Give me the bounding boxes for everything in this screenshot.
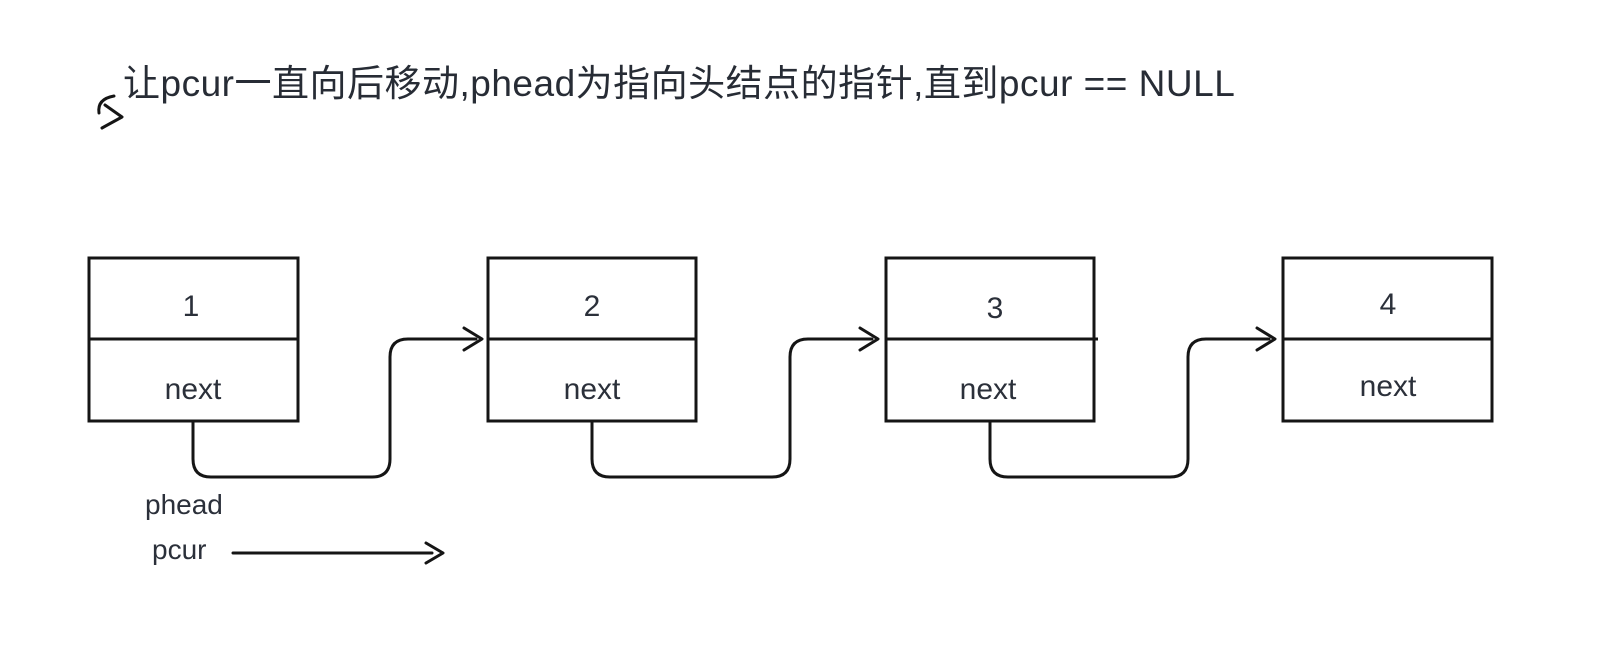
list-node: 4 next	[1281, 256, 1494, 423]
node-next-label: next	[165, 373, 222, 406]
next-pointer-arrow	[590, 326, 880, 479]
list-node: 2 next	[486, 256, 698, 423]
right-arrowhead-icon	[1255, 326, 1277, 352]
node-value: 3	[987, 292, 1004, 325]
node-next-label: next	[1360, 370, 1417, 403]
page-title: 让pcur一直向后移动,phead为指向头结点的指针,直到pcur == NUL…	[123, 63, 1236, 104]
pcur-label: pcur	[152, 534, 206, 565]
node-value: 4	[1380, 288, 1397, 321]
phead-label: phead	[145, 489, 223, 520]
node-next-label: next	[960, 373, 1017, 406]
next-pointer-arrow	[988, 326, 1277, 479]
right-arrowhead-icon	[424, 541, 445, 565]
annotation-arrow-icon	[97, 94, 124, 130]
pcur-direction-arrow	[231, 541, 445, 565]
list-node: 3 next	[884, 256, 1098, 423]
right-arrowhead-icon	[858, 326, 880, 352]
node-next-label: next	[564, 373, 621, 406]
node-value: 1	[183, 290, 200, 323]
next-pointer-arc	[191, 337, 478, 479]
list-node: 1 next	[87, 256, 300, 423]
next-pointer-arc	[590, 337, 874, 479]
next-pointer-arc	[988, 337, 1271, 479]
node-value: 2	[584, 290, 601, 323]
right-arrowhead-icon	[462, 326, 484, 352]
next-pointer-arrow	[191, 326, 484, 479]
